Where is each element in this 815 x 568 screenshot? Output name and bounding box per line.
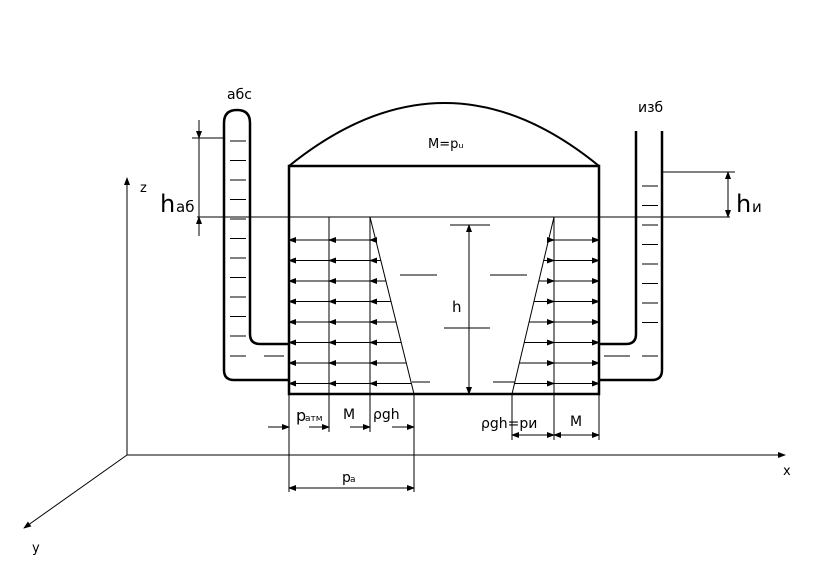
izb-tube-outer <box>599 131 664 382</box>
gauge-manometer <box>599 131 664 382</box>
p-a-main: p <box>342 470 351 486</box>
bottom-dimensions-left <box>268 394 415 492</box>
rho-g-h-right-label: ρgh=pи <box>481 416 537 432</box>
depth-dimension <box>444 224 490 395</box>
h-ab-sub: аб <box>176 198 194 216</box>
izb-label: изб <box>638 100 663 116</box>
abs-tube-outer <box>222 123 289 382</box>
p-atm-sub: атм <box>305 414 323 424</box>
h-ab-main: h <box>160 190 175 218</box>
x-axis-label: x <box>783 464 791 479</box>
depth-label: h <box>452 298 462 316</box>
h-i-main: h <box>736 190 751 218</box>
y-axis-label: y <box>32 541 40 556</box>
p-atm-main: p <box>296 406 306 425</box>
vessel-dome <box>288 102 600 167</box>
rho-g-h-left-label: ρgh <box>373 407 400 423</box>
y-axis-line <box>23 454 128 529</box>
right-pressure-arrows <box>514 237 600 387</box>
left-pressure-arrows <box>288 237 412 387</box>
abs-label: абс <box>227 87 252 103</box>
izb-tube-ticks <box>604 185 658 357</box>
surface-pressure-label: M=pᵤ <box>428 137 464 152</box>
z-axis-label: z <box>140 181 147 196</box>
bottom-dimensions-right <box>511 394 600 440</box>
m-right-label: M <box>570 414 582 430</box>
h-ab-dimension <box>192 120 224 236</box>
coordinate-axes <box>23 177 786 529</box>
abs-tube-ticks <box>230 140 284 357</box>
p-a-sub: a <box>350 475 356 485</box>
h-i-dimension <box>662 171 735 218</box>
vessel-body <box>287 164 601 396</box>
h-i-sub: и <box>752 198 762 216</box>
m-left-label: M <box>343 407 355 423</box>
abs-tube-inner <box>222 108 289 346</box>
absolute-manometer <box>222 108 289 382</box>
right-triangle-hypotenuse <box>511 216 555 395</box>
pressure-epure-lines <box>328 216 555 395</box>
left-triangle-hypotenuse <box>369 216 415 395</box>
izb-tube-inner <box>599 131 638 346</box>
